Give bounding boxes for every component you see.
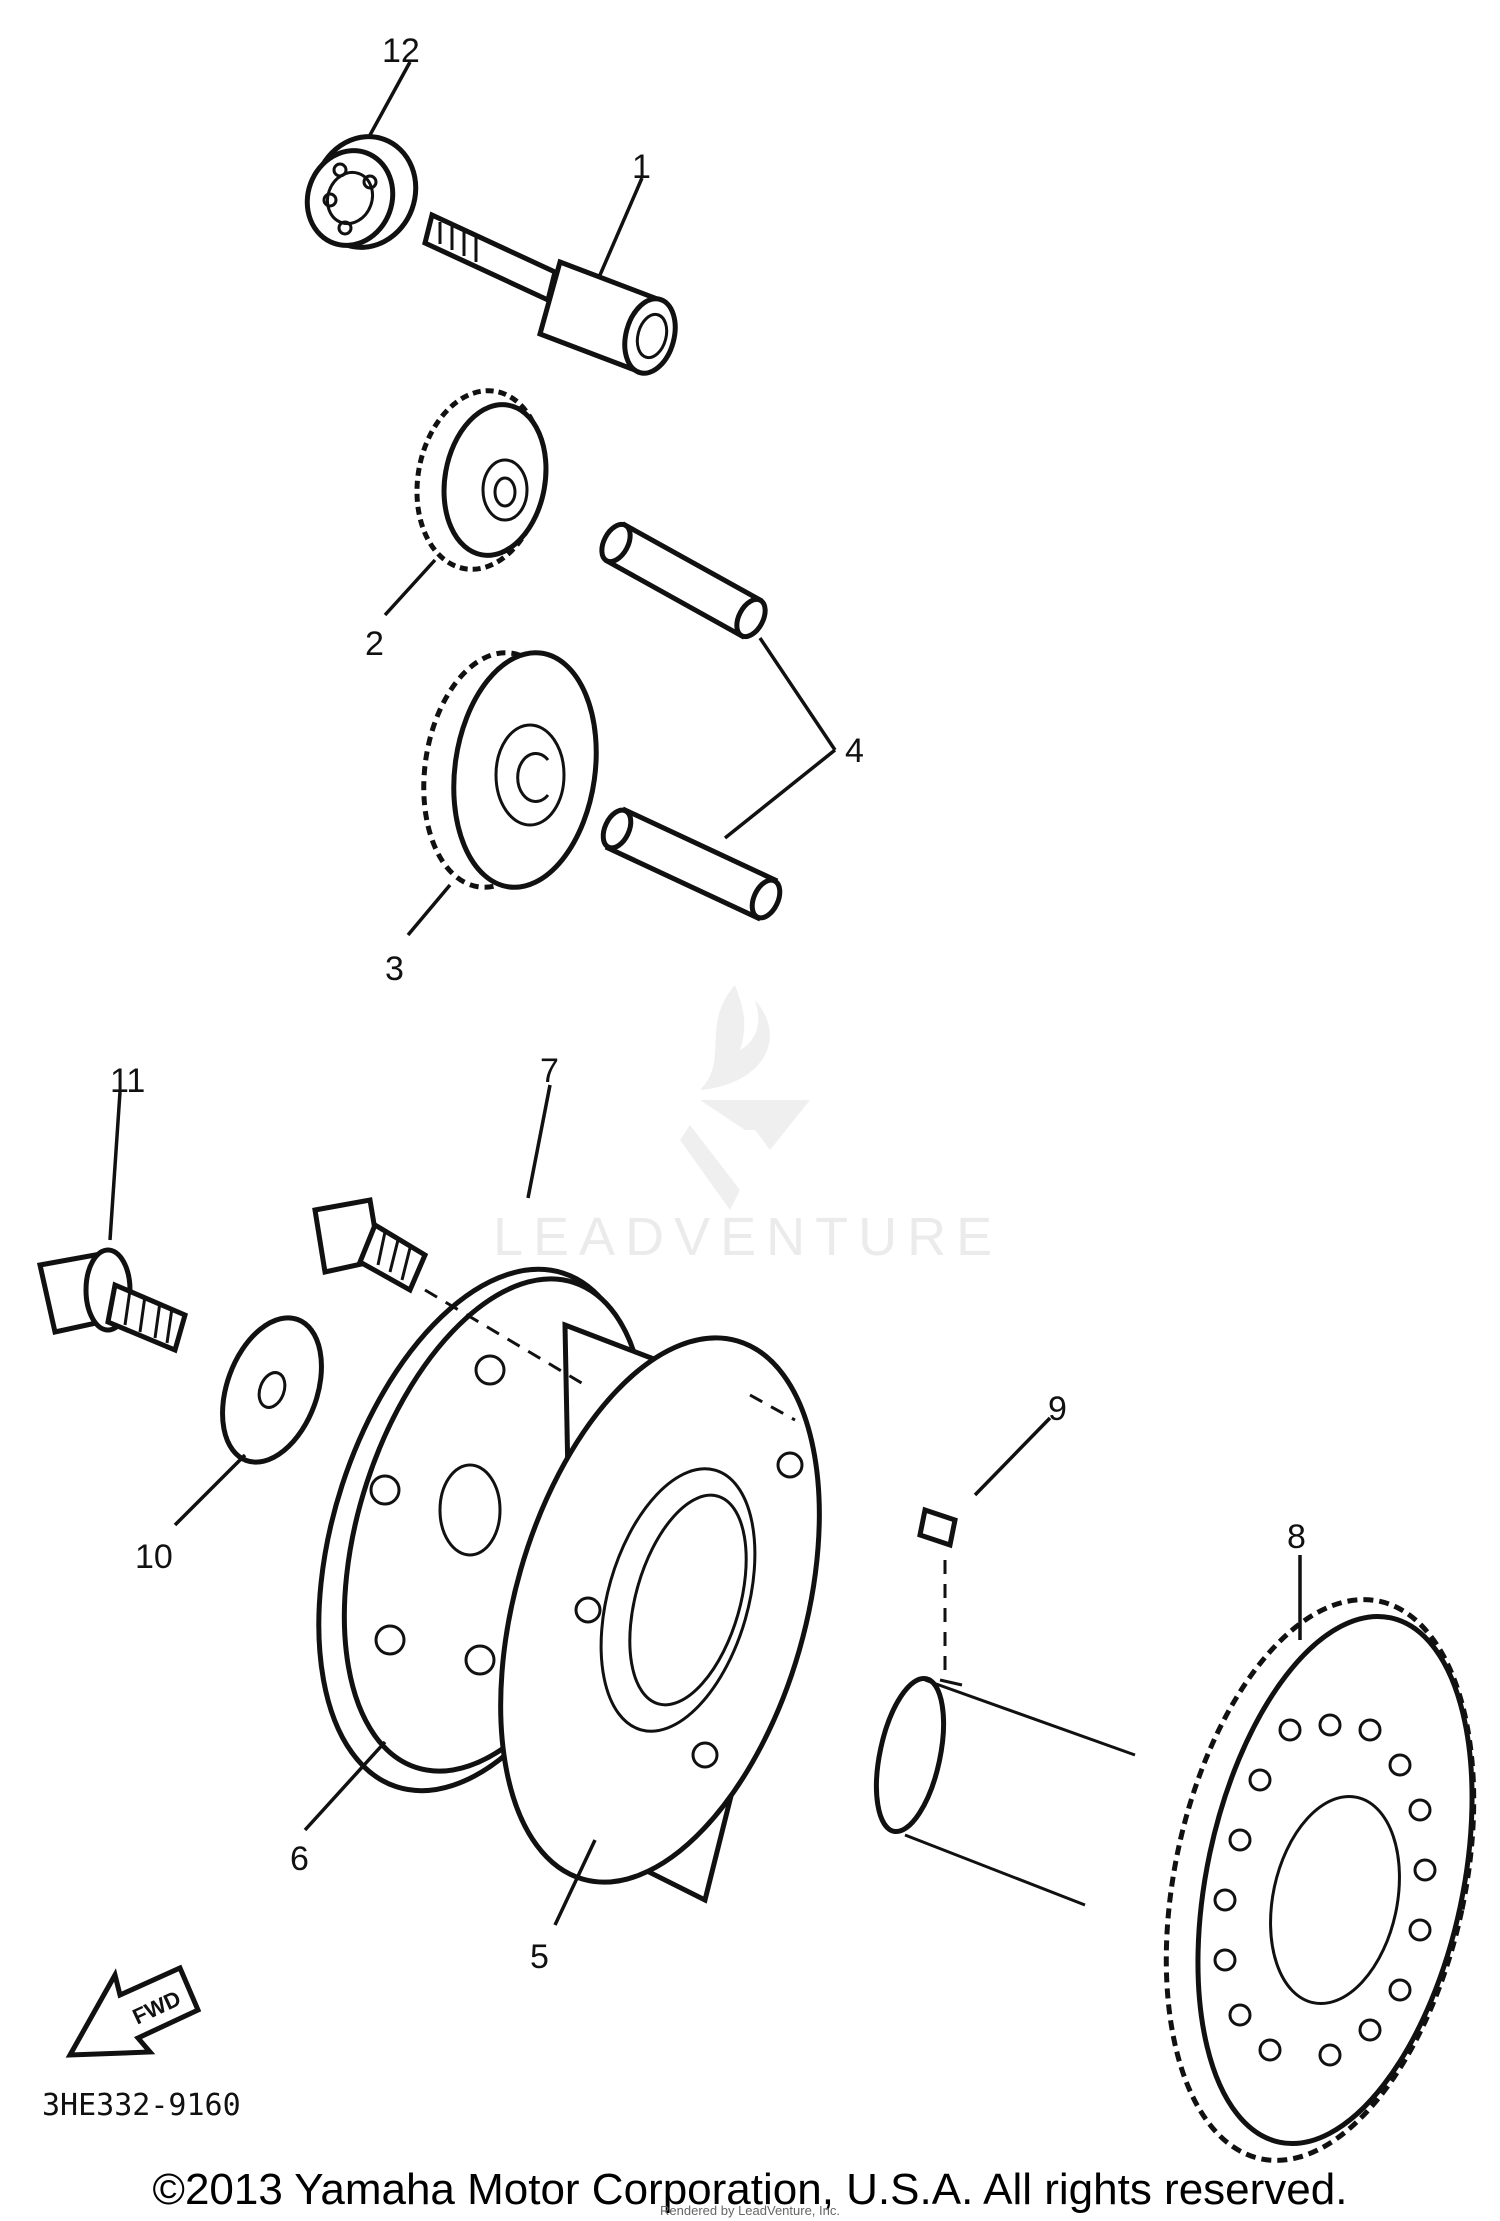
assembly-lines <box>424 1288 947 1670</box>
washer-part <box>220 1315 324 1465</box>
copyright-notice: ©2013 Yamaha Motor Corporation, U.S.A. A… <box>152 2165 1348 2214</box>
callout-2: 2 <box>365 625 384 663</box>
callout-3: 3 <box>385 950 404 988</box>
callout-1: 1 <box>632 148 651 186</box>
callout-12: 12 <box>382 32 420 70</box>
clutch-housing-part <box>498 1321 822 1904</box>
watermark-text: LEADVENTURE <box>493 1207 1002 1267</box>
leader-lines <box>108 61 1302 1926</box>
callout-5: 5 <box>530 1938 549 1976</box>
callout-8: 8 <box>1287 1518 1306 1556</box>
bolt-part <box>312 1197 429 1294</box>
large-gear-part <box>421 650 599 890</box>
starter-wheel-gear-part <box>1163 1597 1477 2163</box>
pin-part-upper <box>599 521 768 640</box>
pin-part-lower <box>600 806 783 922</box>
drawing-code: 3HE332-9160 <box>42 2088 241 2123</box>
callout-6: 6 <box>290 1840 309 1878</box>
flange-bolt-part <box>36 1247 189 1354</box>
rendered-by-note: Rendered by LeadVenture, Inc. <box>660 2203 840 2218</box>
callout-7: 7 <box>540 1052 559 1090</box>
callout-9: 9 <box>1048 1390 1067 1428</box>
shaft-part <box>422 211 678 376</box>
callout-11: 11 <box>110 1062 145 1100</box>
bearing-part <box>304 134 419 250</box>
woodruff-key-part <box>917 1506 958 1549</box>
callout-10: 10 <box>135 1538 173 1576</box>
callout-4: 4 <box>845 732 864 770</box>
crankshaft-end <box>873 1675 1136 1907</box>
watermark-logo: LEADVENTURE <box>493 985 1002 1267</box>
fwd-arrow-icon: FWD <box>65 1964 202 2058</box>
small-gear-part <box>414 388 549 572</box>
